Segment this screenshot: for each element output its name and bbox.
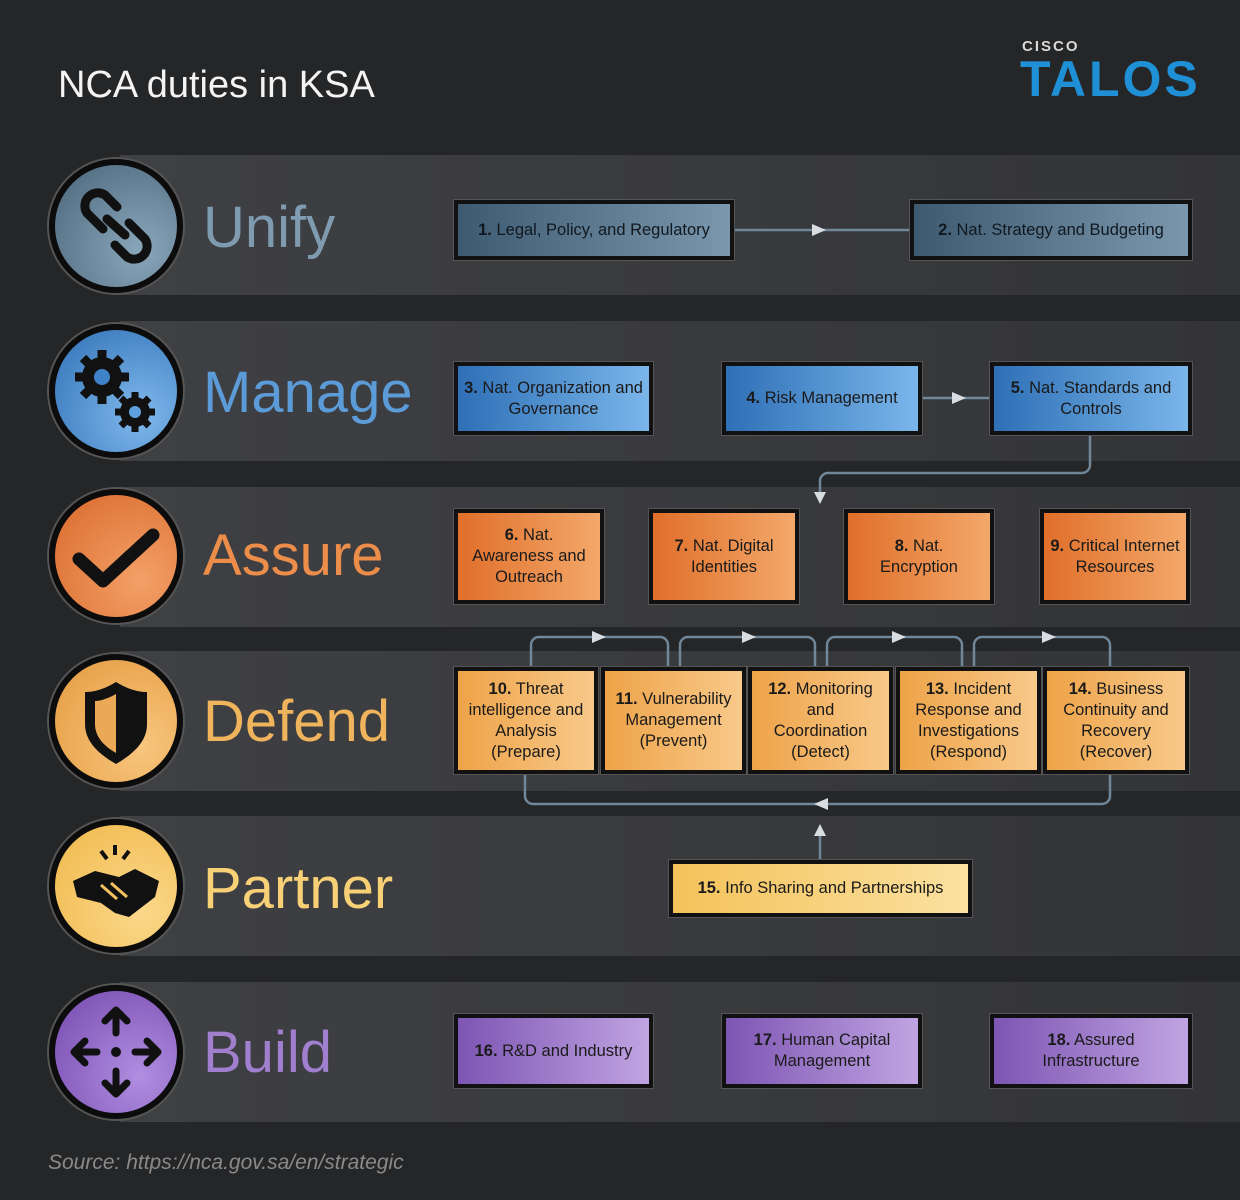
- duty-text: Nat. Standards and Controls: [1029, 378, 1172, 418]
- shield-icon: [49, 654, 183, 788]
- gears-icon: [49, 324, 183, 458]
- duty-box-18: 18. Assured Infrastructure: [990, 1014, 1192, 1088]
- duty-text: Nat. Awareness and Outreach: [472, 526, 586, 586]
- duty-box-13: 13. Incident Response and Investigations…: [896, 667, 1041, 774]
- link-icon: [49, 159, 183, 293]
- duty-text: R&D and Industry: [502, 1041, 633, 1060]
- duty-number: 1.: [478, 220, 492, 239]
- duty-box-12: 12. Monitoring and Coordination (Detect): [748, 667, 893, 774]
- duty-text: Assured Infrastructure: [1042, 1031, 1140, 1070]
- duty-text: Info Sharing and Partnerships: [725, 879, 944, 897]
- duty-text: Threat intelligence and Analysis (Prepar…: [468, 679, 584, 761]
- duty-box-16: 16. R&D and Industry: [454, 1014, 653, 1088]
- duty-text: Critical Internet Resources: [1068, 536, 1180, 576]
- logo-cisco: CISCO: [1022, 38, 1080, 55]
- duty-box-5: 5. Nat. Standards and Controls: [990, 362, 1192, 435]
- duty-number: 4.: [746, 389, 761, 407]
- row-label-manage: Manage: [203, 360, 413, 425]
- duty-number: 7.: [674, 536, 689, 555]
- duty-number: 9.: [1050, 536, 1065, 555]
- duty-box-6: 6. Nat. Awareness and Outreach: [454, 509, 604, 604]
- logo-talos: TALOS: [1020, 51, 1201, 107]
- row-label-unify: Unify: [203, 195, 336, 260]
- duty-box-8: 8. Nat. Encryption: [844, 509, 994, 604]
- duty-number: 15.: [697, 879, 721, 897]
- duty-number: 18.: [1047, 1031, 1071, 1049]
- duty-number: 2.: [938, 220, 952, 239]
- row-label-defend: Defend: [203, 689, 391, 754]
- duty-text: Nat. Encryption: [880, 536, 958, 576]
- duty-box-7: 7. Nat. Digital Identities: [649, 509, 799, 604]
- duty-text: Nat. Strategy and Budgeting: [956, 220, 1164, 239]
- duty-text: Incident Response and Investigations (Re…: [915, 679, 1022, 761]
- duty-number: 3.: [464, 378, 478, 397]
- duty-number: 16.: [474, 1041, 498, 1060]
- duty-text: Nat. Digital Identities: [690, 536, 774, 576]
- duty-text: Monitoring and Coordination (Detect): [773, 679, 873, 761]
- row-label-partner: Partner: [203, 856, 394, 921]
- duty-box-11: 11. Vulnerability Management (Prevent): [601, 667, 746, 774]
- duty-number: 12.: [768, 679, 792, 698]
- handshake-icon: [49, 819, 183, 953]
- duty-number: 10.: [488, 679, 512, 698]
- move-arrows-icon: [49, 985, 183, 1119]
- duty-number: 14.: [1068, 679, 1092, 698]
- duty-box-4: 4. Risk Management: [722, 362, 922, 435]
- duty-number: 11.: [615, 690, 638, 708]
- row-label-assure: Assure: [203, 523, 384, 588]
- duty-number: 8.: [894, 536, 909, 555]
- duty-text: Vulnerability Management (Prevent): [625, 690, 732, 750]
- duty-box-15: 15. Info Sharing and Partnerships: [669, 860, 972, 917]
- page-title: NCA duties in KSA: [58, 64, 375, 106]
- duty-number: 5.: [1010, 378, 1025, 397]
- duty-box-9: 9. Critical Internet Resources: [1040, 509, 1190, 604]
- duty-box-14: 14. Business Continuity and Recovery (Re…: [1043, 667, 1189, 774]
- cisco-talos-logo: CISCO TALOS: [1020, 38, 1201, 107]
- duty-text: Risk Management: [764, 389, 898, 407]
- duty-text: Business Continuity and Recovery (Recove…: [1063, 679, 1169, 761]
- duty-box-17: 17. Human Capital Management: [722, 1014, 922, 1088]
- duty-number: 6.: [504, 526, 519, 544]
- duty-box-10: 10. Threat intelligence and Analysis (Pr…: [454, 667, 598, 774]
- duty-text: Nat. Organization and Governance: [482, 378, 643, 418]
- duty-text: Human Capital Management: [773, 1031, 891, 1070]
- duty-number: 17.: [753, 1031, 777, 1049]
- duty-box-1: 1. Legal, Policy, and Regulatory: [454, 200, 734, 260]
- source-citation: Source: https://nca.gov.sa/en/strategic: [48, 1151, 404, 1174]
- duty-number: 13.: [925, 679, 949, 698]
- duty-box-3: 3. Nat. Organization and Governance: [454, 362, 653, 435]
- duty-box-2: 2. Nat. Strategy and Budgeting: [910, 200, 1192, 260]
- duty-text: Legal, Policy, and Regulatory: [496, 220, 710, 239]
- checkmark-icon: [49, 489, 183, 623]
- row-label-build: Build: [203, 1020, 332, 1085]
